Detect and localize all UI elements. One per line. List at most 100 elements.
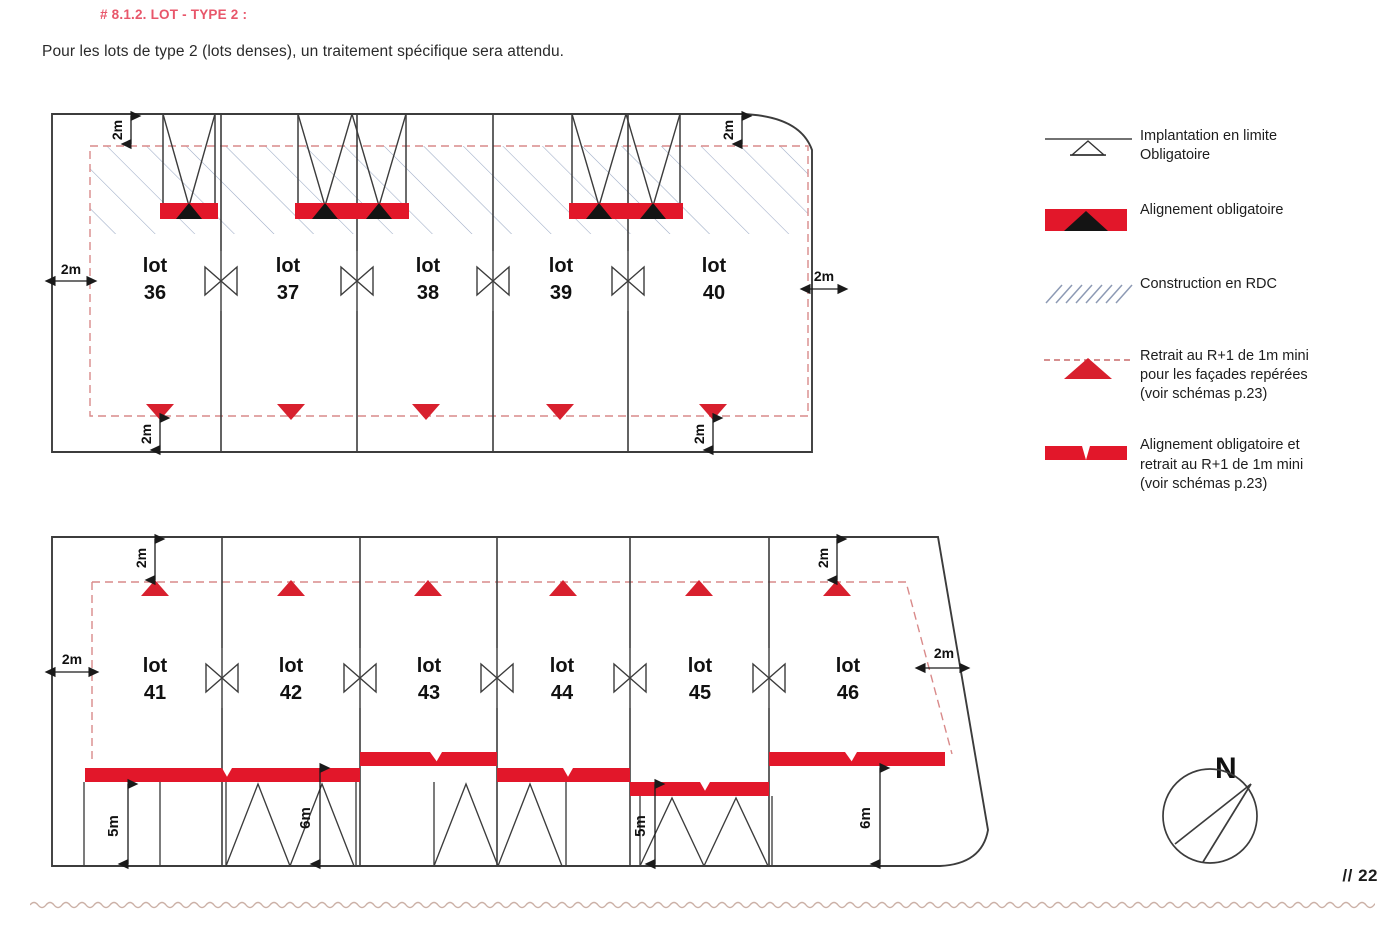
dim-top-left-2m: 2m: [109, 110, 142, 150]
dim-b-right-2m: 2m: [914, 645, 971, 674]
lot-number-41: 41: [144, 682, 166, 704]
retrait-marker: [141, 580, 169, 596]
alignment-triangle: [586, 203, 612, 219]
section-heading: # 8.1.2. LOT - TYPE 2 :: [100, 7, 248, 22]
alignment-band: [360, 752, 440, 766]
legend-item-alignement-obligatoire: Alignement obligatoire: [1040, 199, 1390, 243]
dim-right-2m: 2m: [799, 268, 849, 295]
lot-number-46: 46: [837, 682, 859, 704]
lot-label-prefix: lot: [143, 655, 168, 677]
dim-b-depth-6m-a: 6m: [297, 762, 331, 870]
legend-line: Implantation en limite: [1140, 128, 1278, 144]
lot-number-42: 42: [280, 682, 302, 704]
dim-b-top-right-2m: 2m: [815, 533, 848, 586]
legend-item-construction-rdc: Construction en RDC: [1040, 273, 1390, 317]
lot-label-prefix: lot: [279, 655, 304, 677]
dim-top-right-2m: 2m: [720, 110, 753, 150]
retrait-marker: [699, 404, 727, 420]
dim-bottom-left-2m: 2m: [138, 412, 171, 456]
lot-separator-group-top: [204, 251, 645, 311]
lot-number-43: 43: [418, 682, 440, 704]
lot-label-prefix: lot: [417, 655, 442, 677]
lot-label-prefix: lot: [836, 655, 861, 677]
setback-boundary-top: [89, 145, 809, 417]
lot-label-prefix: lot: [550, 655, 575, 677]
lot-number-44: 44: [551, 682, 574, 704]
dim-label: 2m: [61, 261, 81, 277]
alignment-band: [565, 768, 630, 782]
parcel-outline-bottom: [51, 536, 989, 867]
alignment-band: [85, 768, 230, 782]
legend-text-alignement-obligatoire: Alignement obligatoire: [1140, 199, 1283, 220]
legend-text-retrait-r1: Retrait au R+1 de 1m mini pour les façad…: [1140, 345, 1309, 404]
dim-label: 2m: [815, 548, 831, 568]
lot-number-45: 45: [689, 682, 711, 704]
building-lot-36: [160, 113, 218, 219]
alignement-et-retrait-glyph: [1040, 434, 1140, 478]
dim-label: 2m: [133, 548, 149, 568]
compass-needle-diagonal: [1174, 783, 1252, 845]
legend-line: Alignement obligatoire et: [1140, 437, 1300, 454]
building-lot-37: [295, 113, 409, 219]
dim-label: 5m: [632, 815, 649, 837]
footer-rule: [29, 897, 1400, 909]
alignment-triangle: [640, 203, 666, 219]
alignment-band: [849, 752, 945, 766]
dim-label: 2m: [138, 424, 154, 444]
hatched-rdc-zone: [90, 146, 808, 234]
implantation-limite-glyph: [1040, 125, 1140, 169]
retrait-markers-bottom: [141, 580, 851, 596]
legend-line: retrait au R+1 de 1m mini: [1140, 456, 1304, 473]
legend-text-alignement-et-retrait: Alignement obligatoire et retrait au R+1…: [1140, 434, 1303, 493]
dim-label: 2m: [814, 268, 834, 284]
page-number: // 22: [1342, 866, 1378, 885]
retrait-marker: [277, 404, 305, 420]
alignment-triangle: [366, 203, 392, 219]
retrait-marker: [546, 404, 574, 420]
lot-label-prefix: lot: [416, 255, 441, 277]
dim-b-depth-5m-a: 5m: [105, 778, 139, 870]
retrait-markers-top: [146, 404, 727, 420]
dim-left-2m: 2m: [44, 261, 98, 287]
lot-number-40: 40: [703, 282, 725, 304]
legend-line: pour les façades repérées: [1140, 367, 1308, 384]
lot-number-37: 37: [277, 282, 299, 304]
alignement-obligatoire-glyph: [1040, 199, 1140, 243]
legend-item-retrait-r1: Retrait au R+1 de 1m mini pour les façad…: [1040, 345, 1390, 404]
retrait-marker: [414, 580, 442, 596]
dim-bottom-right-2m: 2m: [691, 412, 724, 456]
setback-boundary-bottom: [92, 581, 953, 755]
alignment-band: [702, 782, 769, 796]
alignment-band: [295, 203, 409, 219]
dim-label: 2m: [62, 651, 82, 667]
retrait-marker: [412, 404, 440, 420]
dim-label: 5m: [105, 815, 122, 837]
lot-number-38: 38: [417, 282, 439, 304]
alignment-band: [769, 752, 855, 766]
building-lot-39: [569, 113, 683, 219]
legend: Implantation en limite Obligatoire Align…: [1040, 125, 1390, 516]
retrait-marker: [685, 580, 713, 596]
legend-line: Obligatoire: [1140, 147, 1211, 164]
retrait-marker: [549, 580, 577, 596]
construction-rdc-glyph: [1040, 273, 1140, 317]
alignment-triangle: [176, 203, 202, 219]
lot-label-prefix: lot: [143, 255, 168, 277]
compass-rose: [1155, 758, 1285, 898]
dim-b-depth-5m-b: 5m: [632, 778, 666, 870]
legend-text-construction-rdc: Construction en RDC: [1140, 273, 1277, 294]
legend-item-implantation-limite: Implantation en limite Obligatoire: [1040, 125, 1390, 169]
dim-label: 2m: [720, 120, 736, 140]
legend-line: Alignement obligatoire: [1140, 202, 1284, 218]
dim-label: 6m: [297, 807, 314, 829]
intro-paragraph: Pour les lots de type 2 (lots denses), u…: [42, 43, 565, 60]
dim-b-depth-6m-b: 6m: [857, 762, 891, 870]
retrait-marker: [146, 404, 174, 420]
legend-text-implantation-limite: Implantation en limite Obligatoire: [1140, 125, 1277, 165]
dim-b-top-left-2m: 2m: [133, 533, 166, 586]
alignment-band: [569, 203, 683, 219]
dim-label: 6m: [857, 807, 874, 829]
plan-top-lots-36-40: lot 36 lot 37 lot 38 lot 39 lot 40 2m 2m…: [0, 0, 1020, 500]
lot-label-prefix: lot: [688, 655, 713, 677]
legend-line: Retrait au R+1 de 1m mini: [1140, 348, 1309, 364]
